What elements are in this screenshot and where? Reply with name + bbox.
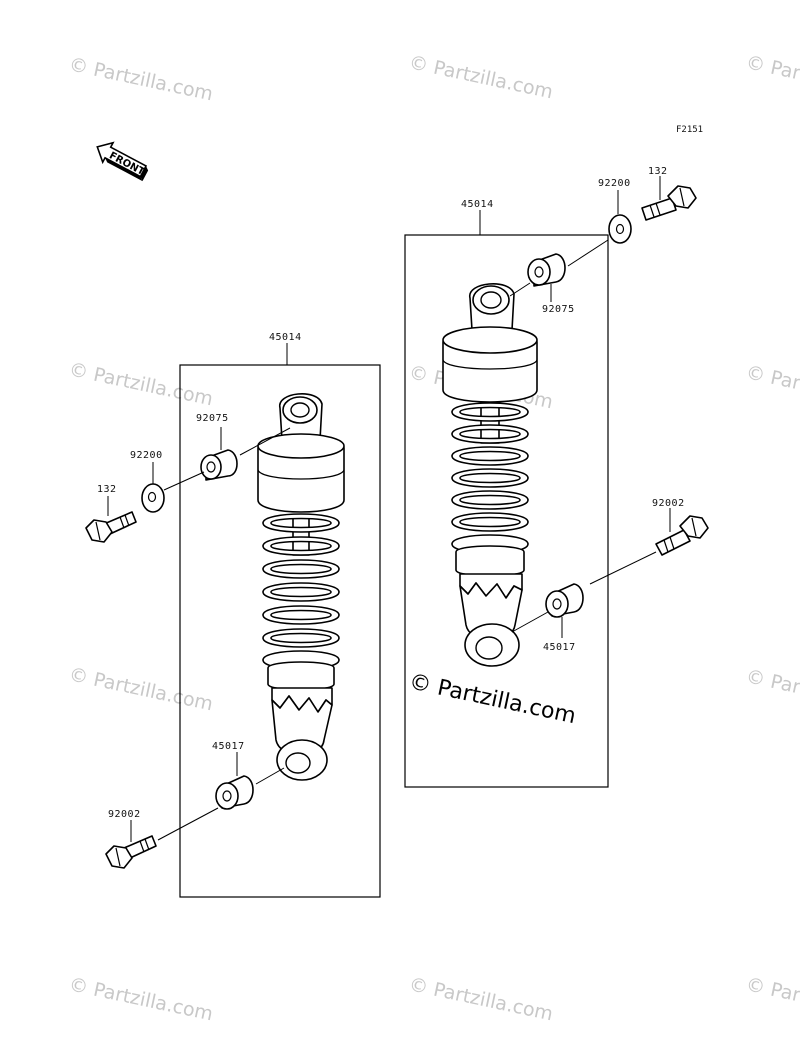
shock-absorber: [442, 283, 538, 667]
washer: [141, 483, 165, 513]
bolt-bottom: [105, 835, 157, 869]
part-label-collar-top: 92075: [196, 413, 229, 424]
assembly-frame: [179, 364, 381, 898]
spring-coils: [451, 402, 529, 554]
watermark: © Partzilla.com: [407, 51, 555, 103]
bolt-top: [85, 511, 137, 543]
watermark: © Partzilla.com: [744, 51, 800, 103]
shock-absorber: [257, 393, 345, 781]
bolt-top: [641, 185, 697, 221]
front-arrow-icon: FRONT: [96, 141, 149, 182]
watermark: © Partzilla.com: [744, 973, 800, 1025]
watermark: © Partzilla.com: [744, 361, 800, 413]
assembly-frame: [404, 234, 609, 788]
part-label-bolt-bottom: 92002: [652, 498, 685, 509]
collar-bottom: [215, 775, 254, 810]
part-label-collar-bottom: 45017: [212, 741, 245, 752]
part-label-washer: 92200: [130, 450, 163, 461]
part-label-collar-top: 92075: [542, 304, 575, 315]
watermark: © Partzilla.com: [744, 665, 800, 717]
part-label-bolt-top: 132: [97, 484, 117, 495]
collar-top: [200, 449, 238, 481]
figure-code: F2151: [676, 125, 703, 135]
spring-coils: [262, 513, 340, 670]
watermark: © Partzilla.com: [67, 358, 215, 410]
collar-bottom: [545, 583, 584, 618]
collar-top: [527, 253, 566, 287]
copyright-notice: © Partzilla.com: [407, 669, 578, 729]
part-label-collar-bottom: 45017: [543, 642, 576, 653]
watermark: © Partzilla.com: [67, 973, 215, 1025]
right-shock-assembly: 45014: [404, 166, 709, 788]
part-label-bolt-top: 132: [648, 166, 668, 177]
watermark: © Partzilla.com: [67, 663, 215, 715]
washer: [608, 214, 632, 244]
assembly-label: 45014: [269, 332, 302, 343]
watermark: © Partzilla.com: [67, 53, 215, 105]
part-label-bolt-bottom: 92002: [108, 809, 141, 820]
bolt-bottom: [655, 515, 709, 556]
left-shock-assembly: 45014: [85, 332, 381, 898]
assembly-label: 45014: [461, 199, 494, 210]
part-label-washer: 92200: [598, 178, 631, 189]
watermark: © Partzilla.com: [407, 973, 555, 1025]
